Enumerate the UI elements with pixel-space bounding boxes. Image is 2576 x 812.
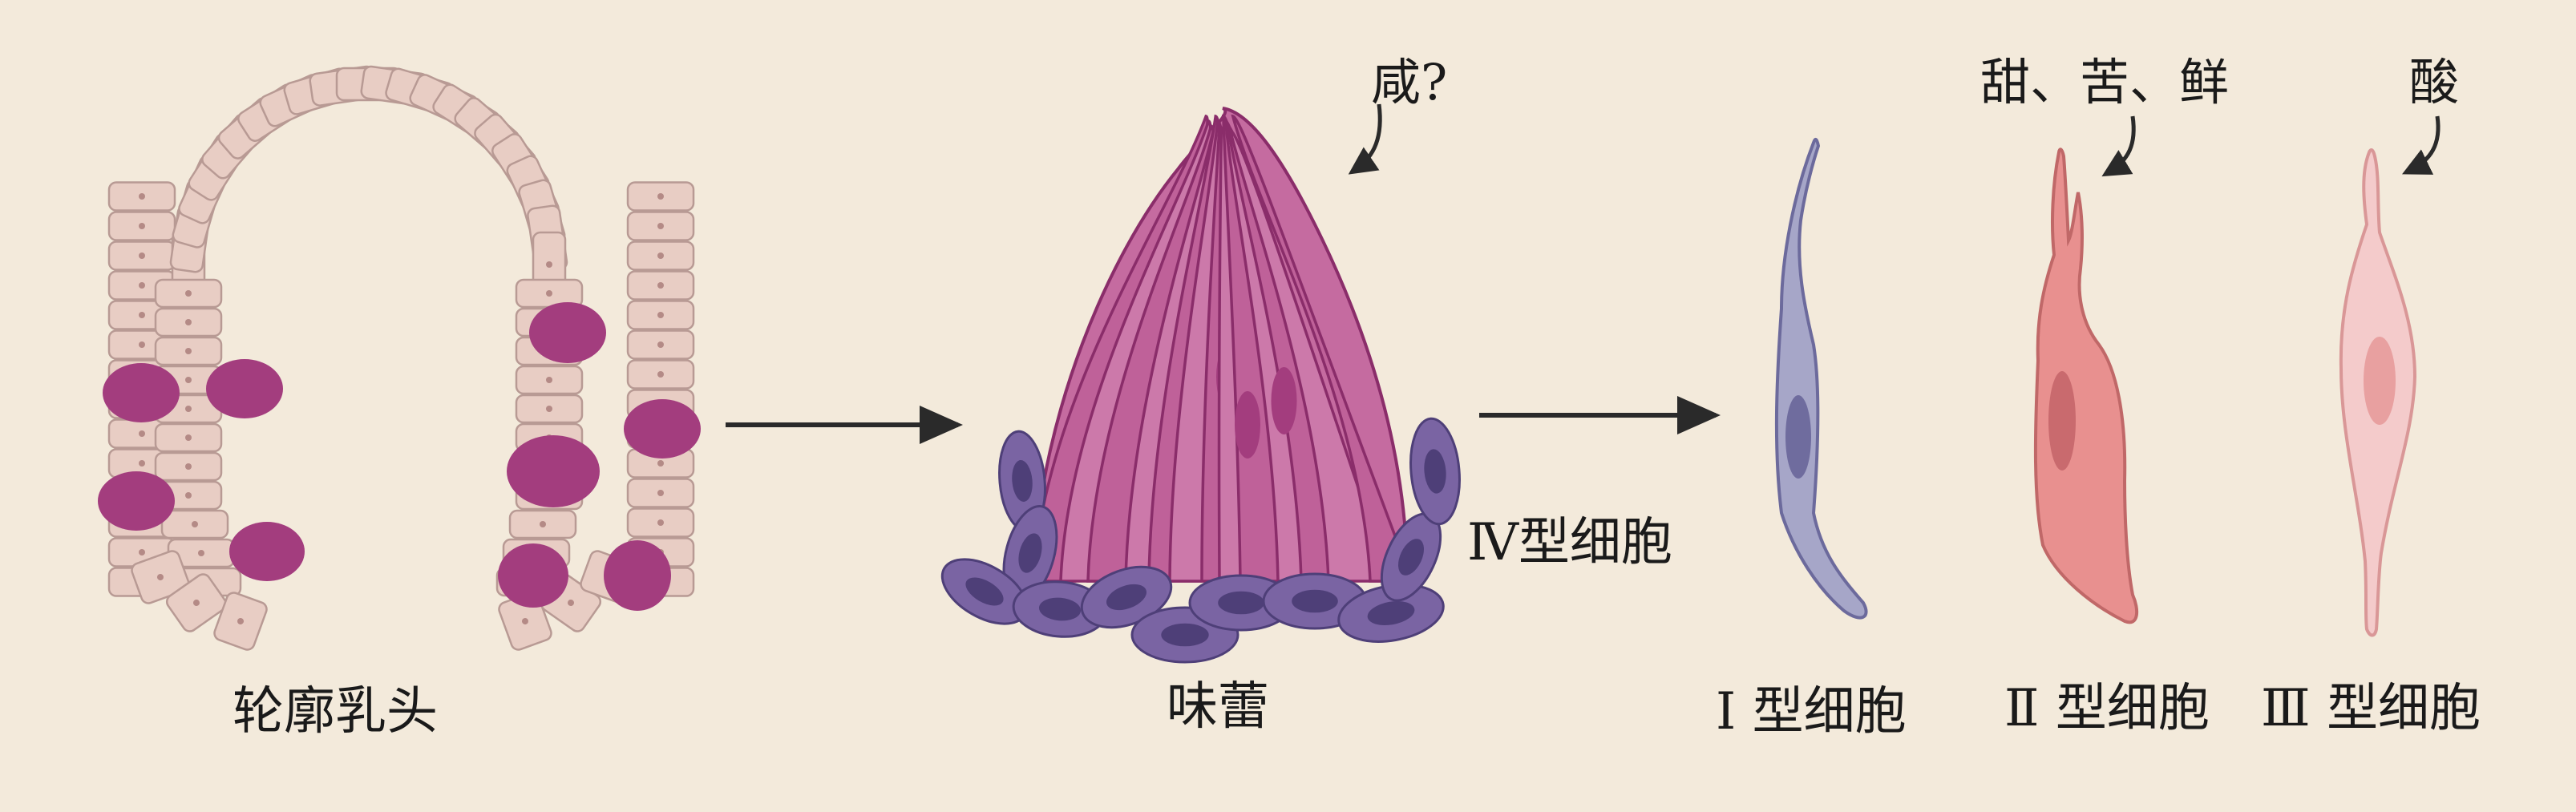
epithelial-cell [154,336,223,366]
epithelial-cell [154,278,223,309]
epithelial-cell [626,181,695,212]
epithelial-cell [131,550,190,604]
taste-bud [940,107,1461,664]
type4-cell-label: Ⅳ型细胞 [1467,513,1672,572]
sour-taste-label: 酸 [2409,53,2460,111]
basal-cell [1080,565,1173,629]
epithelial-cell [154,307,223,337]
taste-bud-spot [98,471,175,531]
epithelial-cell [626,507,695,538]
epithelial-cell [165,573,228,632]
taste-receptor-cell [1231,114,1414,583]
epithelial-cell [626,211,695,241]
taste-bud-spot [498,543,568,608]
taste-receptor-cell [1228,128,1392,583]
papilla-label: 轮廓乳头 [233,682,438,741]
cell-nucleus [1271,367,1297,434]
type2-cell-label: Ⅱ 型细胞 [2004,679,2210,738]
epithelial-cell [107,181,176,212]
type3-cell [2339,148,2417,637]
type2-cell [2033,147,2139,624]
epithelial-cell [154,422,223,453]
arrow-sweet-bitter-umami-to-type2 [2101,115,2136,177]
epithelial-cell [154,451,223,482]
basal-cell [1380,512,1442,602]
epithelial-cell [107,211,176,241]
epithelial-cell [626,300,695,330]
epithelial-cell [626,359,695,390]
epithelial-cell [626,478,695,508]
arrow-sour-to-type3 [2401,115,2441,175]
taste-bud-spot [624,399,701,459]
epithelial-cell [515,394,584,424]
epithelial-cell [515,365,584,395]
epithelial-cell [508,509,577,539]
arrow-salty-to-taste-bud [1348,103,1382,175]
taste-bud-spot [529,302,606,363]
epithelial-cell [626,270,695,301]
taste-bud-spot [604,540,671,611]
sweet-bitter-umami-label: 甜、苦、鲜 [1980,53,2230,111]
epithelial-cell [107,240,176,271]
type1-cell-label: Ⅰ 型细胞 [1716,682,1907,741]
epithelial-cell [626,240,695,271]
epithelial-cell [160,509,229,539]
basal-cell [1409,417,1461,526]
taste-bud-spot [507,435,600,507]
cell-nucleus [1235,391,1260,459]
epithelial-cell [213,592,268,651]
basal-cell [1337,584,1445,643]
type1-cell [1774,137,1868,620]
taste-bud-spot [103,363,180,422]
taste-bud-spot [206,359,283,418]
taste-bud-label: 味蕾 [1167,677,1269,737]
type3-cell-label: Ⅲ 型细胞 [2261,679,2481,738]
circumvallate-papilla [98,65,701,651]
salty-taste-label: 咸? [1371,53,1448,111]
basal-cell [998,430,1046,532]
taste-bud-spot [229,522,305,581]
epithelial-cell [626,329,695,360]
